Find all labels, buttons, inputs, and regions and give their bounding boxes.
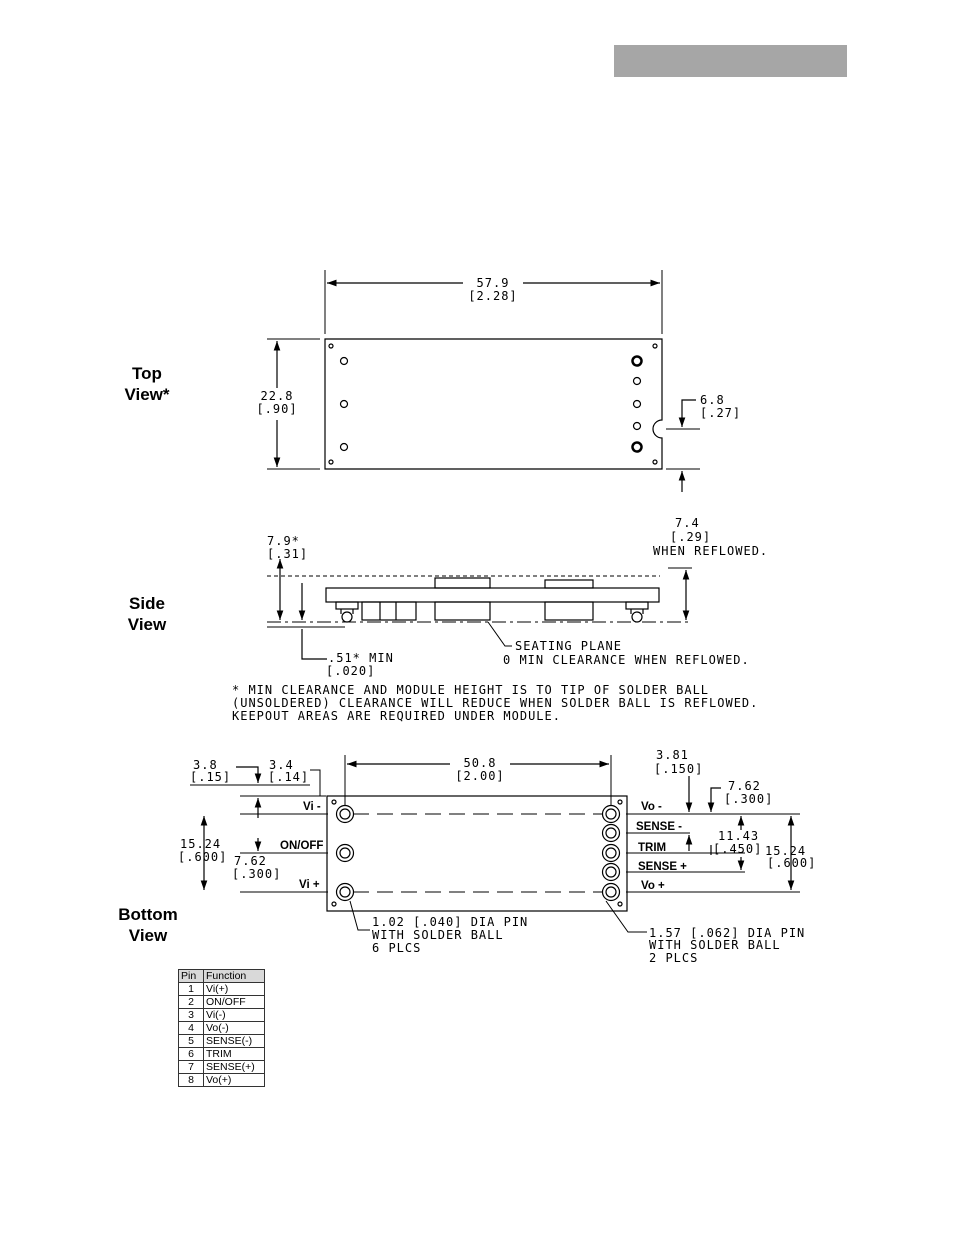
pin-number: 5: [178, 1034, 204, 1048]
pin-label-sense-minus: SENSE -: [636, 821, 682, 833]
min-clearance-mm: .51* MIN: [328, 651, 394, 665]
dim-11-43-in: [.450]: [713, 842, 762, 856]
table-header-function: Function: [203, 969, 265, 983]
dim-7-62-left-in: [.300]: [232, 867, 281, 881]
side-view-drawing: [267, 559, 692, 660]
dim-3-4-in: [.14]: [268, 770, 309, 784]
top-view-outline: [324, 338, 663, 470]
pin-note-large-1: 1.57 [.062] DIA PIN: [649, 926, 805, 940]
pin-label-vo-plus: Vo +: [641, 880, 665, 892]
pin-number: 7: [178, 1060, 204, 1074]
component-bottom-3: [544, 601, 594, 621]
dim-3-4-mm: 3.4: [269, 758, 294, 772]
dim-3-8-in: [.15]: [190, 770, 231, 784]
solder-ball-left: [341, 611, 353, 623]
min-clearance-in: [.020]: [326, 664, 375, 678]
table-header-row: Pin Function: [178, 969, 265, 983]
pin-standoff-left: [335, 601, 359, 610]
pin-label-trim: TRIM: [638, 842, 666, 854]
dim-15-24-right-in: [.600]: [767, 856, 816, 870]
pin-label-vi-minus: Vi -: [303, 801, 321, 813]
pin-function: Vi(+): [203, 982, 265, 996]
pin-note-small-2: WITH SOLDER BALL: [372, 928, 504, 942]
component-top-1: [434, 577, 491, 589]
pin-function: SENSE(-): [203, 1034, 265, 1048]
dim-15-24-left-in: [.600]: [178, 850, 227, 864]
side-height-in: [.31]: [267, 547, 308, 561]
pin-label-vi-plus: Vi +: [299, 879, 320, 891]
pin-function: ON/OFF: [203, 995, 265, 1009]
width-in: [2.28]: [468, 289, 517, 303]
dim-15-24-left-mm: 15.24: [180, 837, 221, 851]
pin-function: Vi(-): [203, 1008, 265, 1022]
height-in: [.90]: [256, 402, 297, 416]
top-view-drawing: [267, 270, 700, 492]
width-mm: 57.9: [477, 276, 510, 290]
dim-11-43-mm: 11.43: [718, 829, 759, 843]
pin-label-vo-minus: Vo -: [641, 801, 662, 813]
pin-number: 2: [178, 995, 204, 1009]
dim-3-8-mm: 3.8: [193, 758, 218, 772]
notch-in: [.27]: [700, 406, 741, 420]
component-bottom-1: [361, 601, 417, 621]
note-line-3: KEEPOUT AREAS ARE REQUIRED UNDER MODULE.: [232, 709, 561, 723]
solder-ball-right: [631, 611, 643, 623]
dim-15-24-right-mm: 15.24: [765, 844, 806, 858]
pin-note-small-3: 6 PLCS: [372, 941, 421, 955]
pin-function: SENSE(+): [203, 1060, 265, 1074]
height-mm: 22.8: [261, 389, 294, 403]
pin-function: Vo(-): [203, 1021, 265, 1035]
notch-mm: 6.8: [700, 393, 725, 407]
pin-number: 4: [178, 1021, 204, 1035]
pin-number: 6: [178, 1047, 204, 1061]
pin-note-large-2: WITH SOLDER BALL: [649, 938, 781, 952]
component-bottom-2: [434, 601, 491, 621]
dim-7-62-right-mm: 7.62: [728, 779, 761, 793]
pin-function: TRIM: [203, 1047, 265, 1061]
pin-number: 1: [178, 982, 204, 996]
pin-standoff-right: [625, 601, 649, 610]
pin-label-sense-plus: SENSE +: [638, 861, 687, 873]
pin-label-on-off: ON/OFF: [280, 840, 323, 852]
reflow-mm: 7.4: [675, 516, 700, 530]
dim-3-81-mm: 3.81: [656, 748, 689, 762]
dim-7-62-left-mm: 7.62: [234, 854, 267, 868]
dim-7-62-right-in: [.300]: [724, 792, 773, 806]
bottom-view-drawing: [190, 755, 800, 933]
table-header-pin: Pin: [178, 969, 204, 983]
note-line-2: (UNSOLDERED) CLEARANCE WILL REDUCE WHEN …: [232, 696, 758, 710]
pin-function: Vo(+): [203, 1073, 265, 1087]
reflow-note: WHEN REFLOWED.: [653, 544, 768, 558]
bottom-view-outline: [326, 795, 628, 912]
component-top-2: [544, 579, 594, 589]
side-height-mm: 7.9*: [267, 534, 300, 548]
pin-number: 8: [178, 1073, 204, 1087]
pin-note-small-1: 1.02 [.040] DIA PIN: [372, 915, 528, 929]
pcb-board: [325, 587, 660, 603]
dim-50-8-mm: 50.8: [464, 756, 497, 770]
reflow-in: [.29]: [670, 530, 711, 544]
seating-plane-note: 0 MIN CLEARANCE WHEN REFLOWED.: [503, 653, 750, 667]
seating-plane-label: SEATING PLANE: [515, 639, 622, 653]
header-bar: [614, 45, 847, 77]
pin-number: 3: [178, 1008, 204, 1022]
pin-note-large-3: 2 PLCS: [649, 951, 698, 965]
note-line-1: * MIN CLEARANCE AND MODULE HEIGHT IS TO …: [232, 683, 709, 697]
dim-3-81-in: [.150]: [654, 762, 703, 776]
dim-50-8-in: [2.00]: [455, 769, 504, 783]
